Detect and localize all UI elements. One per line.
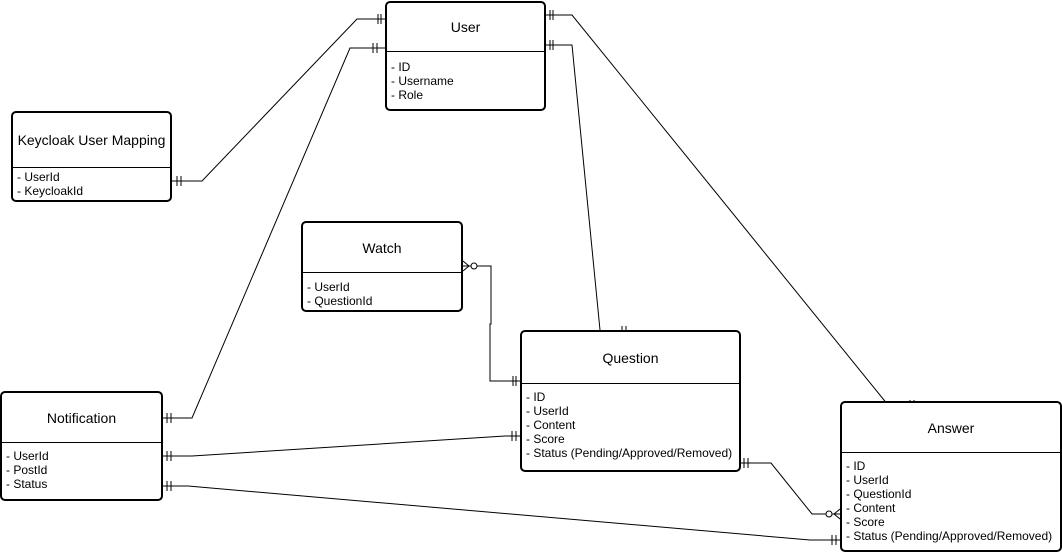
entity-watch[interactable]: Watch - UserId - QuestionId <box>301 221 463 312</box>
field: - ID <box>846 459 866 473</box>
entity-title: User <box>387 3 544 52</box>
field: - Status (Pending/Approved/Removed) <box>846 529 1053 543</box>
field: - Content <box>526 418 576 432</box>
entity-fields: - ID - UserId - Content - Score - Status… <box>522 390 739 460</box>
field: - Status <box>6 477 48 491</box>
field: - UserId <box>17 170 60 184</box>
field: - KeycloakId <box>17 184 84 198</box>
rel-question-answer <box>741 462 840 515</box>
field: - UserId <box>846 473 889 487</box>
field: - ID <box>526 390 546 404</box>
entity-fields: - UserId - PostId - Status <box>2 449 161 491</box>
field: - UserId <box>526 404 569 418</box>
field: - ID <box>391 60 411 74</box>
field: - QuestionId <box>307 294 373 308</box>
rel-user-question <box>546 44 601 331</box>
field: - UserId <box>307 280 350 294</box>
rel-notification-answer <box>163 485 840 541</box>
entity-title: Keycloak User Mapping <box>13 113 170 168</box>
entity-fields: - UserId - KeycloakId <box>13 170 170 198</box>
entity-title: Question <box>522 332 739 384</box>
entity-fields: - ID - Username - Role <box>387 60 544 102</box>
field: - Role <box>391 88 424 102</box>
field: - UserId <box>6 449 49 463</box>
rel-watch-question <box>463 265 520 382</box>
entity-answer[interactable]: Answer - ID - UserId - QuestionId - Cont… <box>840 401 1062 552</box>
field: - Score <box>846 515 885 529</box>
entity-title: Notification <box>2 393 161 443</box>
entity-user[interactable]: User - ID - Username - Role <box>385 1 546 111</box>
entity-fields: - ID - UserId - QuestionId - Content - S… <box>842 459 1060 543</box>
field: - Score <box>526 432 565 446</box>
field: - PostId <box>6 463 48 477</box>
rel-keycloak-user <box>172 18 385 182</box>
field: - Status (Pending/Approved/Removed) <box>526 446 733 460</box>
rel-notification-question <box>163 435 520 457</box>
entity-title: Answer <box>842 403 1060 453</box>
entity-question[interactable]: Question - ID - UserId - Content - Score… <box>520 330 741 472</box>
field: - Username <box>391 74 454 88</box>
rel-notification-user <box>163 47 385 419</box>
entity-notification[interactable]: Notification - UserId - PostId - Status <box>0 391 163 501</box>
entity-keycloak-user-mapping[interactable]: Keycloak User Mapping - UserId - Keycloa… <box>11 111 172 202</box>
field: - Content <box>846 501 896 515</box>
entity-fields: - UserId - QuestionId <box>303 280 461 308</box>
entity-title: Watch <box>303 223 461 273</box>
field: - QuestionId <box>846 487 912 501</box>
